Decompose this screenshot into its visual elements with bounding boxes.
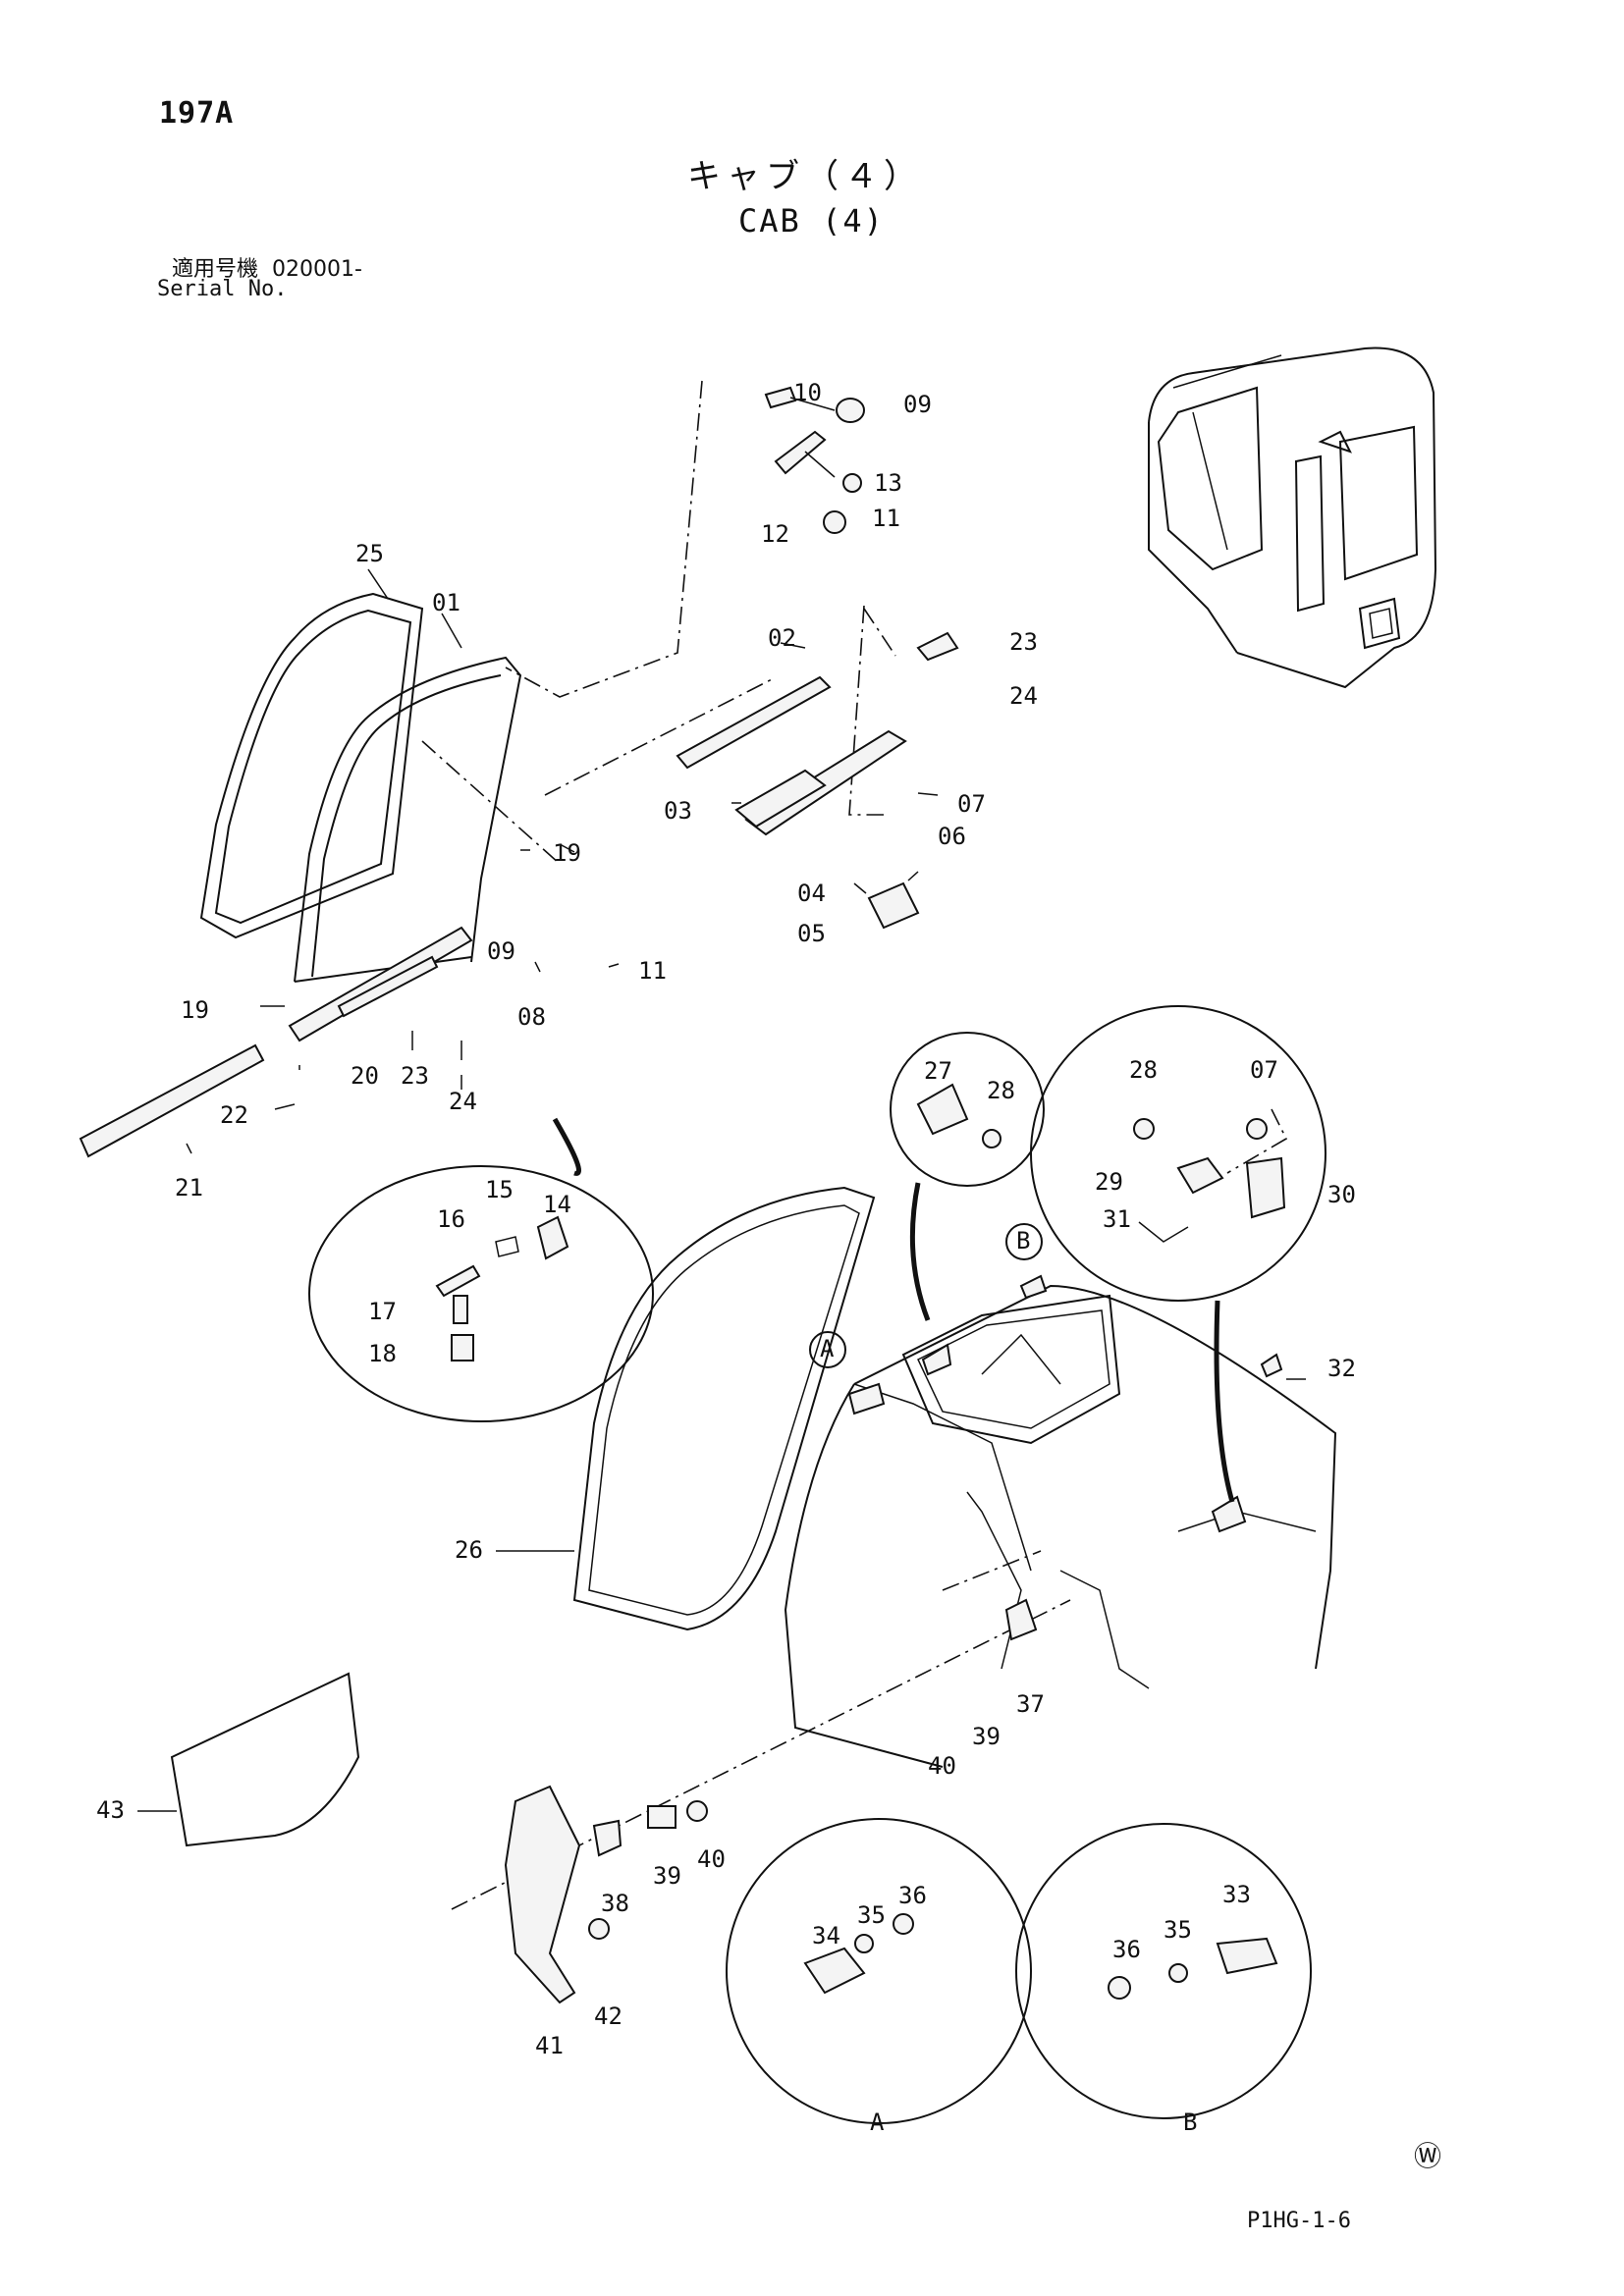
callout-28-latch: 28: [1129, 1056, 1158, 1084]
callout-43: 43: [96, 1796, 125, 1824]
callout-25: 25: [355, 540, 384, 567]
callout-28-circle: 28: [987, 1077, 1015, 1104]
cab-overview-illustration: [1148, 347, 1437, 689]
callout-35-a: 35: [857, 1901, 886, 1929]
callout-24-right: 24: [1009, 682, 1038, 710]
marker-a: A: [820, 1335, 835, 1362]
callout-09: 09: [903, 391, 932, 418]
callout-03: 03: [664, 797, 692, 825]
callout-26: 26: [455, 1536, 483, 1564]
callout-40-upper: 40: [928, 1752, 956, 1780]
title-english: CAB (4): [738, 202, 885, 240]
callout-05: 05: [797, 920, 826, 947]
window-seal-and-frame: [199, 592, 522, 983]
detail-circle-a: [726, 1818, 1032, 2124]
lower-hinge-assembly: [504, 1785, 708, 2004]
callout-20: 20: [351, 1062, 379, 1090]
callout-32: 32: [1327, 1355, 1356, 1382]
callout-09-lower: 09: [487, 937, 515, 965]
detail-label-a: A: [870, 2109, 885, 2136]
callout-14: 14: [543, 1191, 571, 1218]
detail-label-b: B: [1183, 2109, 1198, 2136]
callout-34: 34: [812, 1922, 840, 1949]
glass-panel: [170, 1672, 360, 1847]
detail-circle-latch: [1030, 1005, 1326, 1302]
callout-13: 13: [874, 469, 902, 497]
callout-38: 38: [601, 1890, 629, 1917]
pin-detail-oval: [308, 1165, 654, 1422]
callout-23-right: 23: [1009, 628, 1038, 656]
page-number: 197A: [159, 96, 235, 131]
callout-07-lower: 07: [1250, 1056, 1278, 1084]
callout-23-left: 23: [401, 1062, 429, 1090]
watermark-mark: Ⓦ: [1414, 2140, 1442, 2172]
callout-39-lower: 39: [653, 1862, 681, 1890]
callout-15: 15: [485, 1176, 514, 1203]
callout-40-lower: 40: [697, 1845, 726, 1873]
callout-11-lower: 11: [638, 957, 667, 985]
callout-11-upper: 11: [872, 505, 900, 532]
callout-12: 12: [761, 520, 789, 548]
lower-rails: [79, 926, 473, 1158]
callout-21: 21: [175, 1174, 203, 1201]
callout-10: 10: [793, 379, 822, 406]
serial-label-english: Serial No.: [157, 277, 288, 301]
callout-19-lower: 19: [181, 996, 209, 1024]
callout-16: 16: [437, 1205, 465, 1233]
marker-b: B: [1016, 1227, 1031, 1255]
callout-07-upper: 07: [957, 790, 986, 818]
callout-42: 42: [594, 2002, 623, 2030]
footer-code: P1HG-1-6: [1247, 2209, 1351, 2233]
callout-24-left: 24: [449, 1088, 477, 1115]
callout-30: 30: [1327, 1181, 1356, 1208]
callout-33: 33: [1222, 1881, 1251, 1908]
callout-27: 27: [924, 1057, 952, 1085]
callout-35-b: 35: [1164, 1916, 1192, 1944]
detail-circle-b: [1015, 1823, 1312, 2119]
callout-22: 22: [220, 1101, 248, 1129]
callout-08: 08: [517, 1003, 546, 1031]
upper-hinge-assembly: [764, 386, 865, 534]
callout-36-b: 36: [1112, 1936, 1141, 1963]
callout-02: 02: [768, 624, 796, 652]
serial-value: 020001-: [272, 257, 362, 282]
callout-39-upper: 39: [972, 1723, 1001, 1750]
callout-01: 01: [432, 589, 460, 616]
title-japanese: キャブ（４）: [687, 157, 923, 196]
callout-04: 04: [797, 880, 826, 907]
callout-18: 18: [368, 1340, 397, 1367]
callout-41: 41: [535, 2032, 564, 2059]
cab-body-illustration: [784, 1274, 1337, 1768]
callout-36-a: 36: [898, 1882, 927, 1909]
slide-rail-and-bracket: [676, 631, 959, 930]
callout-31: 31: [1103, 1205, 1131, 1233]
serial-label-japanese: 適用号機 020001-: [172, 257, 362, 282]
callout-29: 29: [1095, 1168, 1123, 1196]
door-seal: [572, 1186, 876, 1631]
callout-17: 17: [368, 1298, 397, 1325]
callout-37: 37: [1016, 1690, 1045, 1718]
detail-circle-hinge-27-28: [890, 1032, 1045, 1187]
callout-06: 06: [938, 823, 966, 850]
callout-19-upper: 19: [553, 839, 581, 867]
